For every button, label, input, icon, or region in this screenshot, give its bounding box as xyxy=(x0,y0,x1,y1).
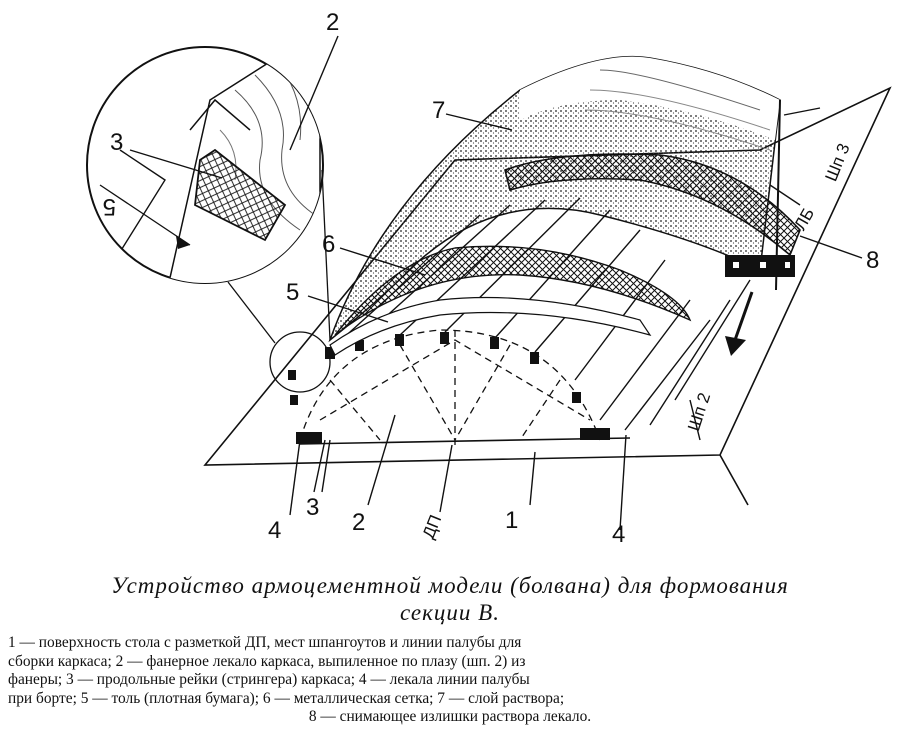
stringer-ends xyxy=(288,332,610,444)
metal-mesh xyxy=(334,245,692,336)
figure-title-line1: Устройство армоцементной модели (болвана… xyxy=(111,573,789,598)
boat-mold-diagram: 2 3 5 7 6 5 8 4 3 2 ДП 1 4 Шп 3 ЛБ Шп 2 xyxy=(86,9,892,548)
figure-legend: 1 — поверхность стола с разметкой ДП, ме… xyxy=(8,634,892,727)
legend-line: 1 — поверхность стола с разметкой ДП, ме… xyxy=(8,634,522,651)
label-2-detail: 2 xyxy=(326,9,339,36)
magnifier-connectors xyxy=(227,169,331,393)
label-shp2: Шп 2 xyxy=(684,390,714,433)
label-5-detail: 5 xyxy=(103,193,116,220)
legend-line: фанеры; 3 — продольные рейки (стрингера)… xyxy=(8,671,530,688)
frame-template xyxy=(299,329,601,445)
roofing-paper xyxy=(329,296,652,356)
legend-line: при борте; 5 — толь (плотная бумага); 6 … xyxy=(8,689,565,707)
label-3: 3 xyxy=(306,494,319,521)
label-5: 5 xyxy=(286,279,299,306)
mortar-layer xyxy=(328,55,781,343)
label-8: 8 xyxy=(866,247,879,274)
figure-title-line2: секции В. xyxy=(400,600,500,625)
label-4-right: 4 xyxy=(612,521,625,548)
leader-lines xyxy=(129,35,863,531)
label-4-left: 4 xyxy=(268,517,281,544)
figure-title: Устройство армоцементной модели (болвана… xyxy=(10,572,890,626)
legend-line: 8 — снимающее излишки раствора лекало. xyxy=(308,708,592,725)
legend-line: сборки каркаса; 2 — фанерное лекало карк… xyxy=(8,652,526,670)
label-2: 2 xyxy=(352,509,365,536)
direction-arrow xyxy=(725,291,754,356)
label-3-detail: 3 xyxy=(110,129,123,156)
label-6: 6 xyxy=(322,231,335,258)
detail-magnifier xyxy=(86,46,324,284)
label-7: 7 xyxy=(432,97,445,124)
scraping-template xyxy=(504,153,801,277)
label-1: 1 xyxy=(505,507,518,534)
label-dp: ДП xyxy=(419,512,446,541)
